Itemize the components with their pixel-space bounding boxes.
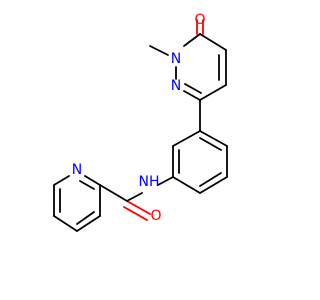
bond-c3-c4 <box>199 84 227 101</box>
bond-py2-n-a <box>84 175 101 186</box>
bond-c5-c6 <box>199 33 227 51</box>
bond-ph5-nh <box>157 176 174 186</box>
bond-n2-c3-a <box>183 90 201 101</box>
bond-n1-methyl <box>149 45 169 56</box>
atom-labels: O N N NH O N <box>72 12 206 224</box>
bond-ph1-ph2-a <box>199 130 228 147</box>
bond-ph3-ph4-b <box>199 172 222 187</box>
bond-c6-n1 <box>183 33 201 47</box>
bond-ph3-ph4-a <box>199 176 228 194</box>
bond-py4-py3-b <box>76 211 95 225</box>
bond-py5-py4 <box>53 215 78 232</box>
bond-ph1-ph2-b <box>199 137 222 151</box>
atom-nitrogen-ring: N <box>171 78 181 94</box>
bond-n-py6 <box>53 175 70 186</box>
bond-py4-py3-a <box>76 215 101 232</box>
molecule-canvas: O N N NH O N <box>53 12 228 232</box>
bond-co-py2 <box>99 184 128 202</box>
atom-nitrogen-pyridine: N <box>72 162 82 178</box>
bond-n2-c3-b <box>184 83 202 94</box>
atom-amide-nh: NH <box>139 174 160 190</box>
bond-co-o-2 <box>123 206 148 221</box>
atom-nitrogen-methyl: N <box>171 51 181 67</box>
bond-ph6-ph1 <box>172 130 201 147</box>
bond-co-o-1 <box>126 200 151 215</box>
bond-py2-n-b <box>79 180 95 190</box>
molecule-structure: O N N NH O N <box>53 12 228 232</box>
atom-oxygen-ketone: O <box>194 12 205 28</box>
atom-oxygen-amide: O <box>150 208 161 224</box>
bond-ph4-ph5 <box>172 176 201 194</box>
bonds <box>53 19 228 232</box>
bond-nh-co <box>126 192 143 202</box>
